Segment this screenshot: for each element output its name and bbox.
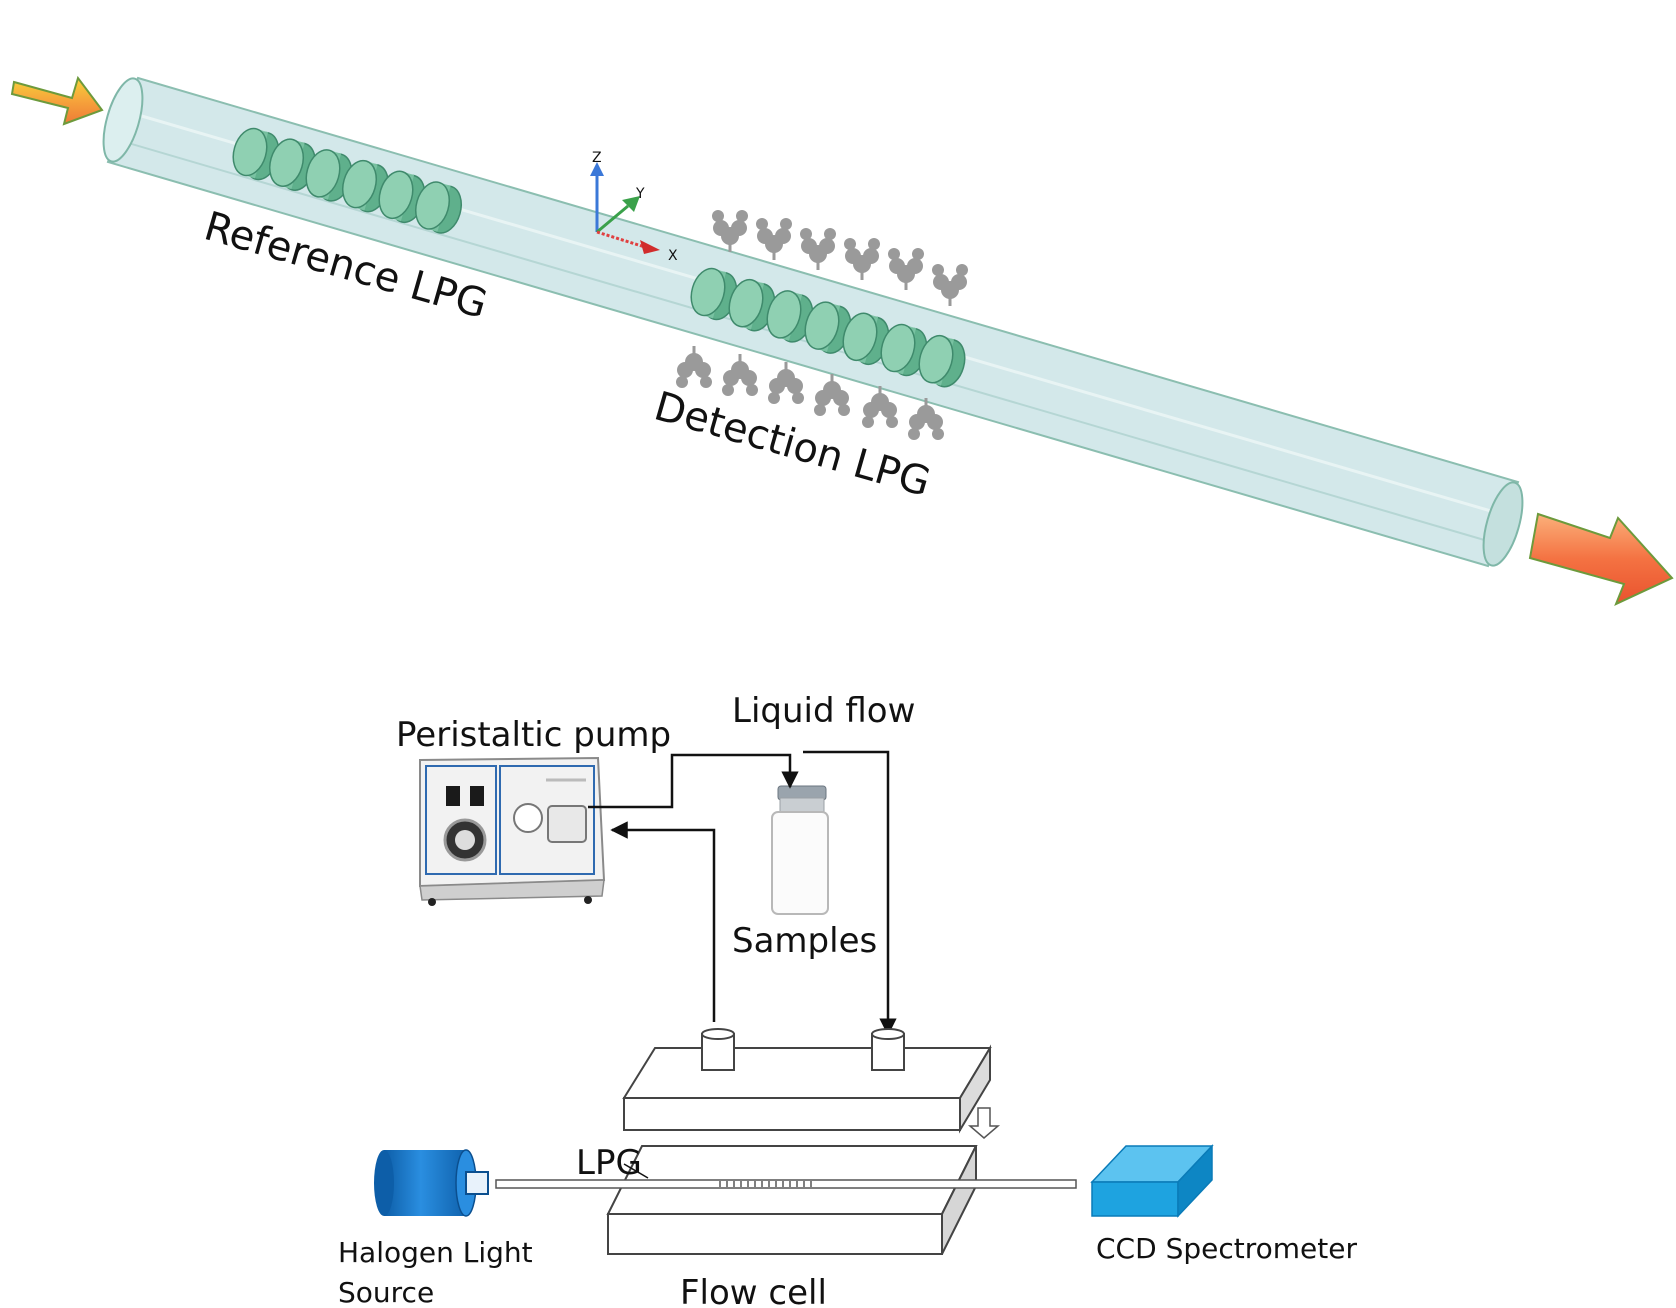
detection-lpg-label: Detection LPG (649, 383, 935, 506)
antibody-layer (676, 210, 968, 440)
axis-y-label: Y (635, 186, 645, 202)
antibody-icon (888, 248, 924, 290)
detection-grating-disc (728, 278, 776, 332)
flow-cell-lid (622, 1028, 1001, 1139)
antibody-icon (756, 218, 792, 260)
detection-grating-disc (880, 323, 928, 377)
lpg-label: LPG (576, 1143, 642, 1183)
axis-triad: Z Y X (590, 150, 678, 264)
axis-z-label: Z (592, 150, 602, 166)
antibody-icon (676, 346, 712, 388)
detection-grating (690, 267, 966, 388)
detection-grating-disc (804, 301, 852, 354)
detection-grating-disc (918, 334, 966, 388)
antibody-icon (932, 264, 968, 306)
ccd-spectrometer-label: CCD Spectrometer (1096, 1232, 1357, 1265)
antibody-icon (814, 374, 850, 416)
liquid-flow-label: Liquid flow (732, 691, 915, 731)
samples-label: Samples (732, 921, 877, 961)
input-arrow (10, 75, 104, 126)
optical-fiber (495, 1179, 1077, 1189)
antibody-icon (800, 228, 836, 270)
ccd-spectrometer (1090, 1144, 1214, 1218)
halogen-light-label-line2: Source (338, 1276, 434, 1308)
halogen-light-source (374, 1149, 489, 1217)
reference-grating-disc (269, 138, 316, 191)
detection-grating-disc (690, 267, 738, 321)
detection-grating-disc (766, 290, 814, 343)
fiber-grating-marks (719, 1181, 812, 1187)
flow-cell-label: Flow cell (680, 1273, 827, 1308)
axis-x-label: X (668, 248, 678, 264)
antibody-icon (862, 386, 898, 428)
peristaltic-pump (419, 756, 606, 906)
antibody-icon (722, 354, 758, 396)
peristaltic-pump-label: Peristaltic pump (396, 715, 671, 755)
reference-grating (232, 127, 462, 234)
output-arrow (1528, 512, 1674, 606)
antibody-icon (844, 238, 880, 280)
flow-cell-base (606, 1145, 978, 1255)
tubing (588, 750, 897, 1036)
antibody-icon (712, 210, 748, 252)
detection-grating-disc (842, 312, 890, 366)
sample-vial (771, 785, 829, 915)
antibody-icon (768, 362, 804, 404)
halogen-light-label-line1: Halogen Light (338, 1236, 533, 1269)
reference-grating-disc (415, 181, 462, 234)
antibody-icon (908, 398, 944, 440)
